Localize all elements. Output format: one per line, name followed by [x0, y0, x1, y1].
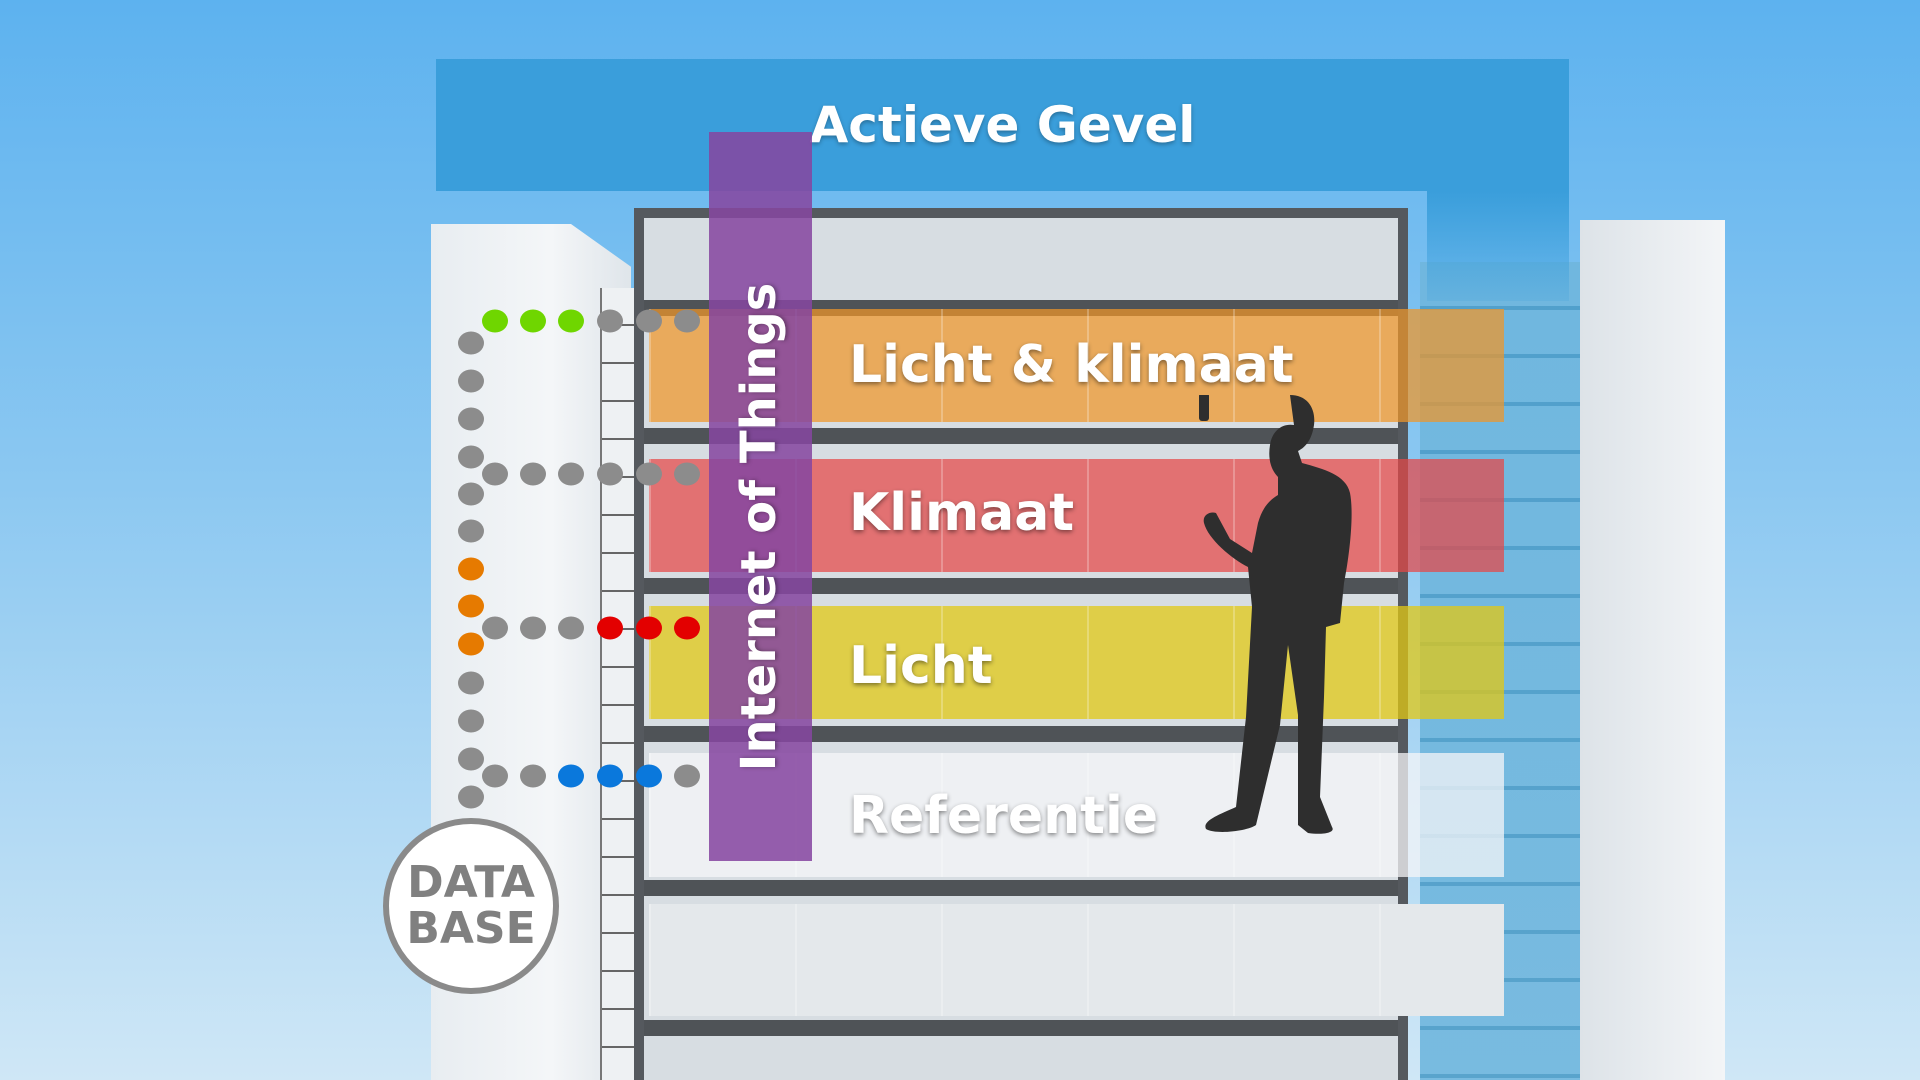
right-tower — [1580, 220, 1725, 1080]
connection-dot-orange — [458, 632, 484, 656]
connection-dot-gray — [636, 462, 662, 486]
floor-slab — [644, 428, 1398, 444]
connection-dot-gray — [458, 407, 484, 431]
connection-dot-red — [674, 616, 700, 640]
iot-bar — [709, 132, 812, 861]
connection-dot-orange — [458, 594, 484, 618]
active-facade-banner — [436, 59, 1569, 191]
connection-dot-red — [636, 616, 662, 640]
connection-dot-gray — [558, 616, 584, 640]
connection-dot-gray — [520, 462, 546, 486]
connection-dot-gray — [458, 445, 484, 469]
stairwell — [600, 288, 636, 1080]
connection-dot-gray — [458, 331, 484, 355]
floor-label-licht-klimaat: Licht & klimaat — [849, 335, 1294, 395]
connection-dot-blue — [558, 764, 584, 788]
floor-label-referentie: Referentie — [849, 786, 1159, 846]
connection-dot-blue — [636, 764, 662, 788]
person-silhouette — [1199, 395, 1352, 834]
connection-dot-gray — [674, 309, 700, 333]
connection-dot-gray — [482, 462, 508, 486]
active-facade-banner-side — [1427, 191, 1569, 301]
connection-dot-gray — [636, 309, 662, 333]
database-circle: DATA BASE — [383, 818, 559, 994]
iot-label: Internet of Things — [731, 282, 787, 772]
connection-dot-gray — [458, 671, 484, 695]
floor-label-klimaat: Klimaat — [849, 483, 1075, 543]
connection-dot-green — [482, 309, 508, 333]
floor-label-licht: Licht — [849, 636, 993, 696]
connection-dot-red — [597, 616, 623, 640]
connection-dot-gray — [597, 309, 623, 333]
connection-dot-gray — [520, 764, 546, 788]
connection-dot-gray — [674, 462, 700, 486]
floor-slab — [644, 726, 1398, 742]
connection-dot-gray — [482, 616, 508, 640]
connection-dot-gray — [458, 369, 484, 393]
connection-dot-gray — [597, 462, 623, 486]
connection-dot-gray — [458, 785, 484, 809]
floor-slab — [644, 880, 1398, 896]
connection-dot-gray — [458, 747, 484, 771]
banner-title: Actieve Gevel — [809, 96, 1196, 154]
database-label-line1: DATA — [407, 857, 535, 908]
connection-dot-gray — [458, 519, 484, 543]
connection-dot-green — [520, 309, 546, 333]
floor-slab — [644, 578, 1398, 594]
database-label-line2: BASE — [406, 903, 536, 954]
connection-dot-gray — [558, 462, 584, 486]
connection-dot-gray — [674, 764, 700, 788]
connection-dot-green — [558, 309, 584, 333]
connection-dot-orange — [458, 557, 484, 581]
connection-dot-blue — [597, 764, 623, 788]
connection-dot-gray — [458, 482, 484, 506]
connection-dot-gray — [482, 764, 508, 788]
floor-slab — [644, 1020, 1398, 1036]
floor-plain — [649, 904, 1504, 1016]
connection-dot-gray — [520, 616, 546, 640]
connection-dot-gray — [458, 709, 484, 733]
